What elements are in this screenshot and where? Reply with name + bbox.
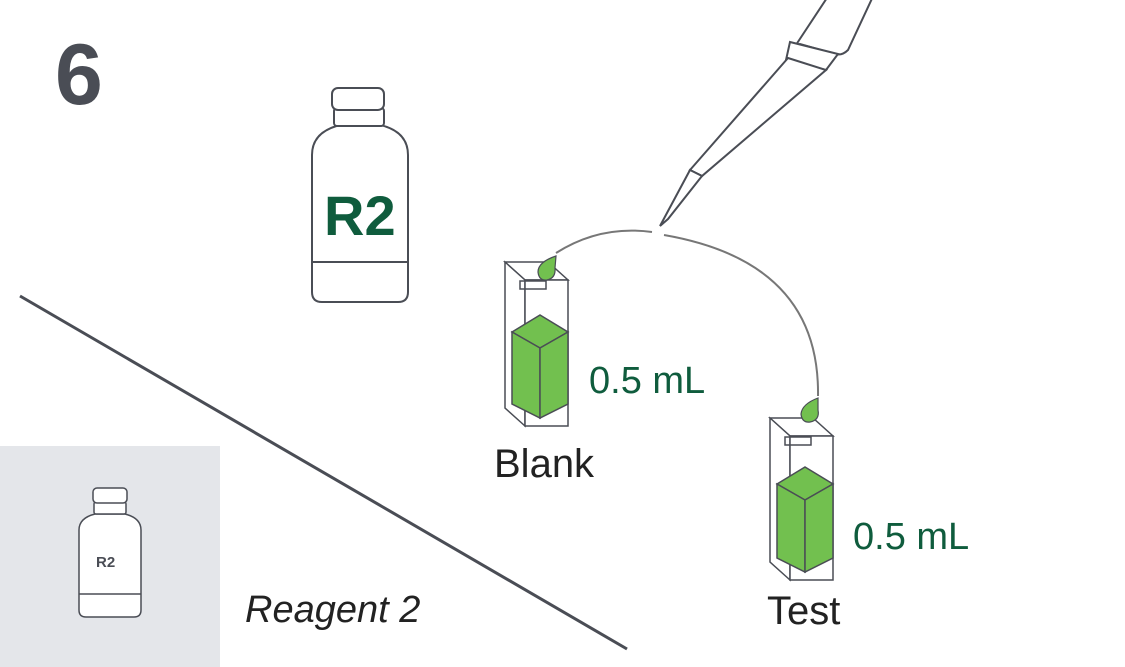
blank-label: Blank bbox=[494, 442, 595, 486]
test-cuvette bbox=[768, 416, 835, 582]
dispense-arc-test bbox=[663, 234, 820, 397]
inset-bottle-label: R2 bbox=[96, 554, 116, 571]
divider-line bbox=[19, 294, 628, 651]
blank-drop-icon bbox=[537, 255, 557, 281]
step-number: 6 bbox=[55, 27, 103, 123]
pipette-icon bbox=[659, 0, 873, 227]
r2-bottle-small-icon bbox=[78, 487, 142, 618]
r2-bottle-icon bbox=[311, 87, 409, 303]
dispense-arc-blank bbox=[555, 229, 653, 254]
test-label: Test bbox=[767, 589, 841, 633]
blank-volume: 0.5 mL bbox=[589, 360, 706, 402]
blank-cuvette bbox=[503, 260, 570, 428]
reagent-caption: Reagent 2 bbox=[245, 589, 421, 631]
test-drop-icon bbox=[800, 397, 819, 423]
bottle-label: R2 bbox=[324, 184, 396, 247]
test-volume: 0.5 mL bbox=[853, 516, 970, 558]
